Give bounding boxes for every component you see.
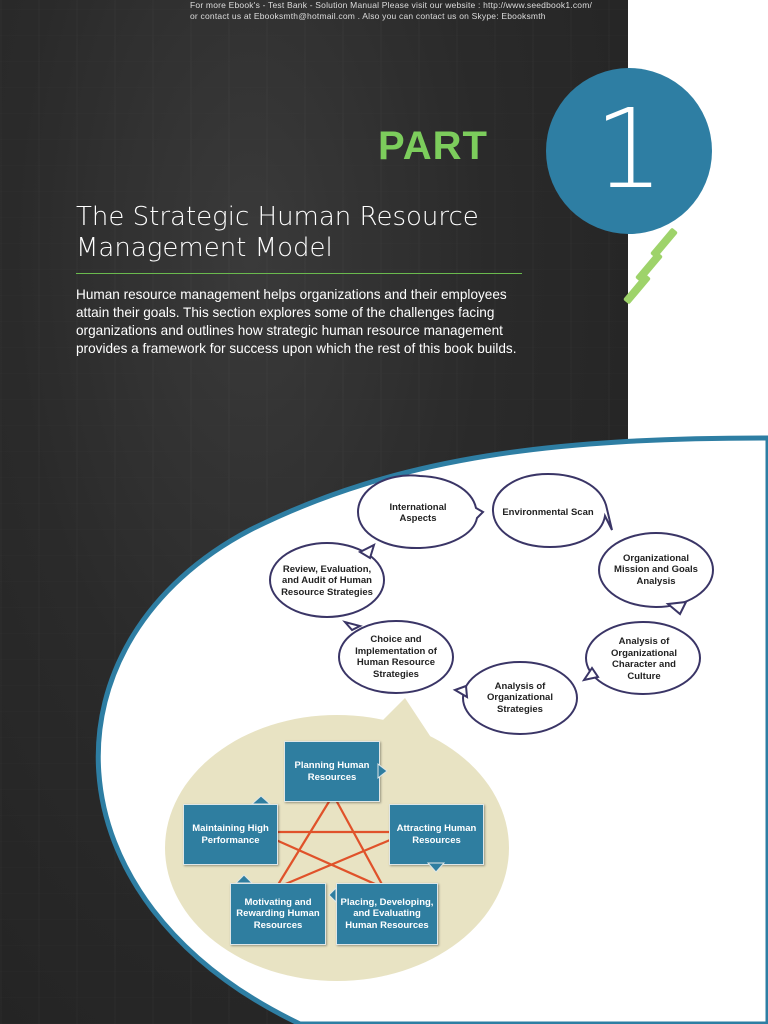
bubble-choice-implementation: Choice and Implementation of Human Resou… <box>355 634 437 680</box>
connector-line <box>275 799 331 889</box>
box-placing-developing-evaluating: Placing, Developing, and Evaluating Huma… <box>336 883 438 945</box>
connector-line <box>335 799 385 889</box>
box-planning-human-resources: Planning Human Resources <box>284 741 380 802</box>
bubble-review-evaluation-audit: Review, Evaluation, and Audit of Human R… <box>281 563 373 598</box>
bubble-review-outline <box>269 542 385 618</box>
bubble-mission-outline <box>598 532 714 608</box>
box-attracting-human-resources: Attracting Human Resources <box>389 804 484 865</box>
bubble-character-tail <box>581 666 600 682</box>
connector-line <box>275 838 385 890</box>
bubble-character-outline <box>585 621 701 695</box>
title-divider <box>76 273 522 274</box>
part-number-badge: 1 <box>546 68 712 234</box>
part-number: 1 <box>594 85 664 213</box>
ebook-notice: For more Ebook's - Test Bank - Solution … <box>190 0 620 22</box>
part-label: PART <box>378 124 488 168</box>
bubble-international-aspects: International Aspects <box>389 501 447 525</box>
bubble-strategies-tail <box>452 684 469 699</box>
box-maintaining-high-performance: Maintaining High Performance <box>183 804 278 865</box>
bubble-choice-outline <box>338 620 454 694</box>
bubble-mission-tail <box>665 600 688 616</box>
bubble-mission-goals-analysis: Organizational Mission and Goals Analysi… <box>614 552 698 587</box>
bubble-environmental-scan: Environmental Scan <box>502 507 594 519</box>
bubble-review-tail <box>357 543 376 560</box>
chapter-intro: Human resource management helps organiza… <box>76 287 517 356</box>
bubble-choice-tail <box>342 620 363 632</box>
bubble-organizational-strategies: Analysis of Organizational Strategies <box>487 680 553 715</box>
speech-pointer <box>383 698 436 745</box>
bubble-strategies-outline <box>462 661 578 735</box>
box-motivating-rewarding: Motivating and Rewarding Human Resources <box>230 883 326 945</box>
connector-line <box>275 838 391 890</box>
notice-line-2: or contact us at Ebooksmth@hotmail.com .… <box>190 11 546 21</box>
bubble-environmental-outline <box>491 472 613 549</box>
chapter-title: The Strategic Human Resource Management … <box>76 202 479 263</box>
bubble-character-culture: Analysis of Organizational Character and… <box>611 636 677 682</box>
bubble-international-outline <box>356 474 485 550</box>
notice-line-1: For more Ebook's - Test Bank - Solution … <box>190 0 593 10</box>
